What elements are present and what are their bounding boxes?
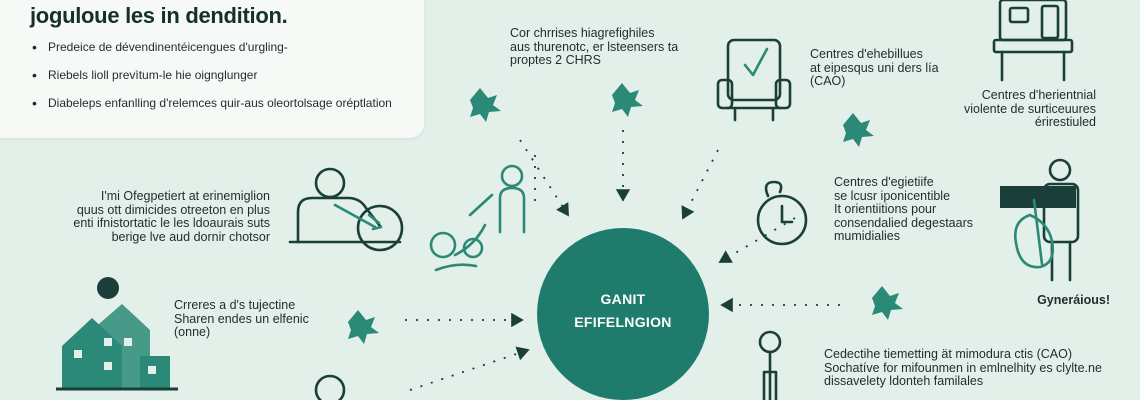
info-box: joguloue les in dendition. Predeice de d… — [0, 0, 424, 138]
label-line: Cor chrrises hiagrefighiles — [510, 26, 655, 40]
person-desk-icon — [288, 167, 404, 252]
label-line: se lcusr iponicentible — [834, 188, 951, 203]
info-bullet: Diabeleps enfanlling d'relemces quir-aus… — [32, 96, 412, 110]
label-line: Crreres a d's tujectine — [174, 298, 296, 312]
kiosk-icon — [992, 0, 1074, 82]
center-hub-label: GANIT EFIFELNGION — [537, 288, 709, 334]
label-line: Sharen endes un elfenic — [174, 311, 309, 326]
chair-icon — [716, 38, 792, 122]
city-icon — [56, 277, 178, 391]
label-line: It orientiitions pour — [834, 202, 937, 216]
label-line: at eipesqus uni ders lía — [810, 60, 939, 75]
hand-icon — [348, 83, 903, 344]
label-line: (onne) — [174, 325, 211, 339]
label-line: érirestiuled — [1034, 115, 1096, 129]
label-line: mumidialies — [834, 229, 900, 243]
label-line: Centres d'ehebillues — [810, 47, 923, 61]
family-icon — [429, 164, 526, 272]
label-line: I'mi Ofegpetiert at erinemiglion — [100, 189, 270, 203]
label-far-right: Gyneráious! — [1030, 293, 1110, 308]
label-line: Sochatíve for mifounmen in emlnelhity es… — [824, 360, 1102, 375]
center-hub-line2: EFIFELNGION — [574, 314, 672, 330]
label-line: Centres d'egietiife — [834, 175, 934, 189]
label-top-right-a: Centres d'ehebillues at eipesqus uni der… — [810, 47, 970, 89]
info-title: joguloue les in dendition. — [30, 3, 288, 28]
label-line: consendalied degestaars — [834, 215, 973, 230]
person-guitar-icon — [1000, 158, 1080, 282]
label-line: aus thurenotc, er lsteensers ta — [510, 39, 679, 54]
center-hub-line1: GANIT — [600, 291, 646, 307]
label-mid-left: I'mi Ofegpetiert at erinemiglion quus ot… — [60, 189, 270, 244]
connector-lines — [405, 130, 840, 391]
label-line: quus ott dimicides otreeton en plus — [76, 202, 270, 217]
label-line: berige lve aud dornir chotsor — [111, 229, 270, 244]
label-line: violente de surticeuures — [963, 101, 1096, 116]
thermometer-icon — [758, 330, 782, 400]
label-line: dissavelety ldonteh familales — [824, 374, 984, 388]
info-bullet: Riebels lioll prevìtum-le hie oignglunge… — [32, 68, 412, 82]
label-line: Centres d'herientnial — [981, 88, 1096, 102]
label-top-right-b: Centres d'herientnial violente de surtic… — [940, 88, 1096, 130]
clock-icon — [756, 180, 808, 246]
ring-icon — [314, 374, 346, 400]
label-mid-right: Centres d'egietiife se lcusr iponicentib… — [834, 175, 994, 244]
info-bullet-list: Predeice de dévendinentéicengues d'urgli… — [32, 40, 412, 124]
label-line: proptes 2 CHRS — [510, 53, 602, 67]
label-bottom-right: Cedectihe tiemetting ät mimodura ctis (C… — [824, 347, 1124, 389]
center-hub — [537, 228, 709, 400]
label-line: enti ifnistortatic le les ldoaurais suts — [73, 216, 270, 230]
label-line: (CAO) — [810, 74, 846, 88]
label-lower-left: Crreres a d's tujectine Sharen endes un … — [174, 298, 324, 340]
label-line: Gyneráious! — [1037, 293, 1110, 307]
label-line: Cedectihe tiemetting ät mimodura ctis (C… — [824, 347, 1073, 361]
label-top-center: Cor chrrises hiagrefighiles aus thurenot… — [510, 26, 710, 68]
info-bullet: Predeice de dévendinentéicengues d'urgli… — [32, 40, 412, 54]
